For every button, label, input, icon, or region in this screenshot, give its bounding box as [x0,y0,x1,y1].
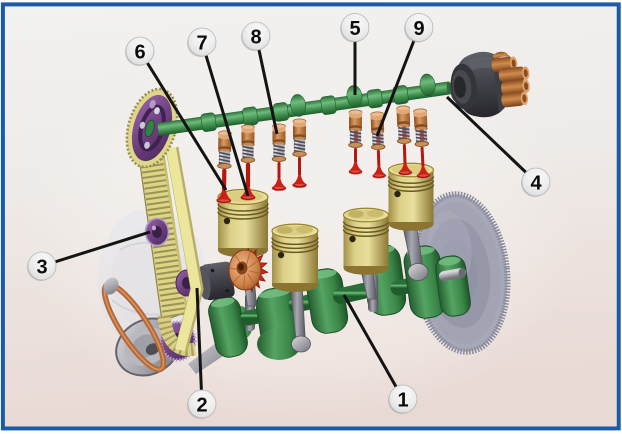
svg-text:2: 2 [196,395,207,417]
svg-text:1: 1 [397,390,408,412]
svg-text:6: 6 [134,42,145,64]
svg-text:3: 3 [36,257,47,279]
svg-text:7: 7 [196,33,207,55]
svg-text:9: 9 [413,18,424,40]
svg-text:8: 8 [250,27,261,49]
svg-text:4: 4 [530,173,542,195]
svg-text:5: 5 [349,18,360,40]
